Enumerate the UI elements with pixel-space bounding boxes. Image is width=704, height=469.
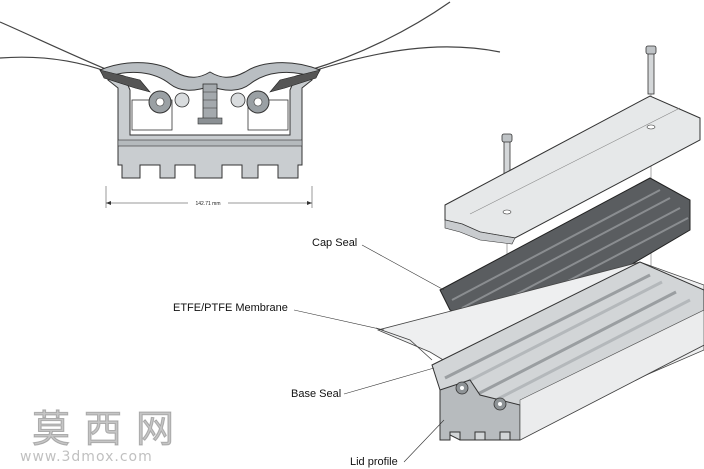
base-channel <box>117 139 303 147</box>
svg-text:ETFE/PTFE Membrane: ETFE/PTFE Membrane <box>173 302 288 314</box>
cross-section-view: 142.71 mm <box>0 1 501 208</box>
label-lid-profile: Lid profile <box>350 419 445 468</box>
membrane-right-upper <box>309 1 451 71</box>
svg-text:Cap Seal: Cap Seal <box>312 237 357 249</box>
center-bolt <box>202 83 218 121</box>
dimension-text: 142.71 mm <box>195 201 220 207</box>
membrane-left-upper <box>0 21 109 71</box>
right-seal <box>269 69 321 93</box>
label-membrane: ETFE/PTFE Membrane <box>173 302 385 331</box>
label-base-seal: Base Seal <box>291 367 435 400</box>
membrane-left <box>0 56 109 73</box>
left-seal <box>99 69 151 93</box>
base-extrusion <box>107 71 313 179</box>
bolt-right <box>645 45 657 300</box>
exploded-view <box>375 45 704 441</box>
svg-text:Base Seal: Base Seal <box>291 388 341 400</box>
svg-text:Lid profile: Lid profile <box>350 456 398 468</box>
membrane-right <box>309 46 501 73</box>
dimension-line: 142.71 mm <box>105 186 313 208</box>
label-cap-seal: Cap Seal <box>312 237 445 291</box>
watermark-chinese: 莫西网 <box>31 407 189 452</box>
watermark-url: www.3dmox.com <box>20 449 153 465</box>
